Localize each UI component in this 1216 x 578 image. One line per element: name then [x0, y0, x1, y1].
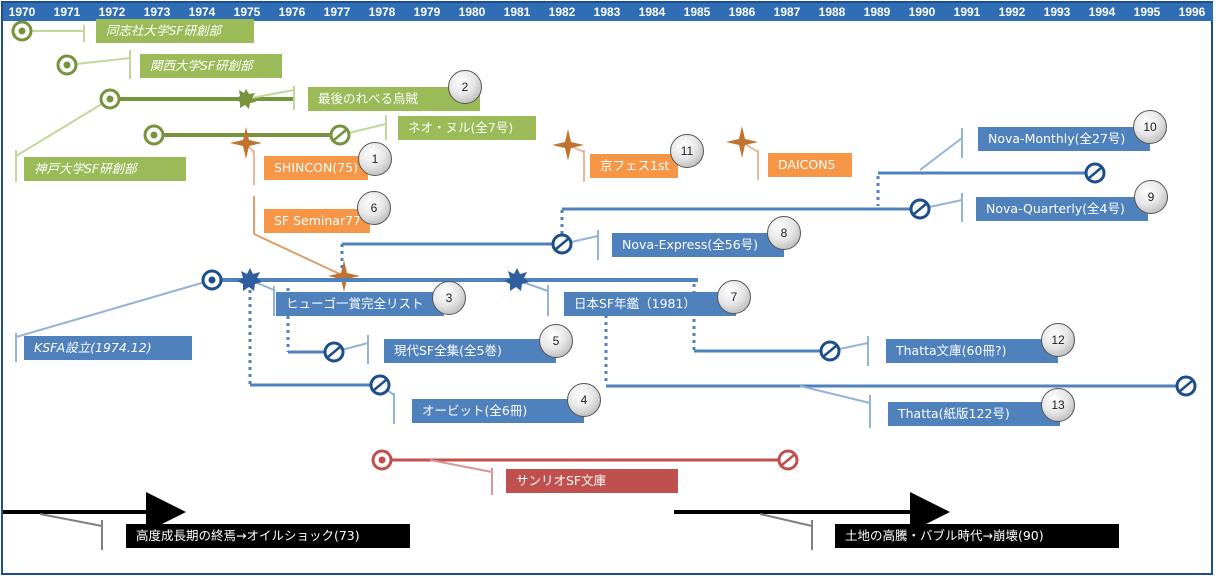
blue-end-node — [909, 198, 931, 220]
blue-end-node — [369, 374, 391, 396]
year-label: 1970 — [8, 5, 36, 19]
label-kobe: 神戸大学SF研創部 — [24, 157, 186, 181]
blue-burst-icon — [237, 268, 262, 291]
year-label: 1984 — [638, 5, 666, 19]
shincon-star-icon — [230, 127, 262, 159]
label-hugo: ヒューゴ一賞完全リスト — [276, 292, 444, 316]
green-burst-icon — [235, 89, 256, 109]
badge-6: 6 — [357, 191, 391, 225]
badge-1: 1 — [358, 142, 392, 176]
blue-end-node — [551, 233, 573, 255]
year-label: 1996 — [1178, 5, 1206, 19]
year-label: 1979 — [413, 5, 441, 19]
year-label: 1994 — [1088, 5, 1116, 19]
blue-burst-icon — [504, 268, 529, 291]
label-shincon: SHINCON(75) — [264, 156, 368, 180]
label-nova-express: Nova-Express(全56号) — [612, 233, 784, 257]
kyofes-star-icon — [552, 129, 584, 161]
year-axis-bar — [3, 3, 1213, 21]
year-label: 1983 — [593, 5, 621, 19]
seminar-star-icon — [328, 260, 360, 292]
year-label: 1992 — [998, 5, 1026, 19]
label-seminar: SF Seminar77 — [264, 209, 370, 233]
blue-end-node — [323, 341, 345, 363]
label-kyofes: 京フェス1st — [590, 154, 678, 178]
badge-3: 3 — [432, 281, 466, 315]
badge-7: 7 — [717, 280, 751, 314]
label-gendai: 現代SF全集(全5巻) — [384, 339, 556, 363]
label-nenkan: 日本SF年鑑（1981） — [564, 292, 736, 316]
year-label: 1988 — [818, 5, 846, 19]
year-label: 1990 — [908, 5, 936, 19]
blue-end-node — [1175, 375, 1197, 397]
blue-end-node — [1084, 162, 1106, 184]
blue-group — [15, 128, 1197, 428]
year-label: 1974 — [188, 5, 216, 19]
badge-8: 8 — [767, 216, 801, 250]
red-end-node — [777, 449, 799, 471]
label-era-1: 高度成長期の終焉→オイルショック(73) — [126, 524, 410, 548]
badge-13: 13 — [1041, 388, 1075, 422]
label-sanrio: サンリオSF文庫 — [506, 469, 678, 493]
badge-5: 5 — [539, 324, 573, 358]
orange-group — [230, 126, 759, 292]
label-doshisha: 同志社大学SF研創部 — [96, 19, 254, 43]
label-daicon: DAICON5 — [768, 153, 852, 177]
red-group — [371, 449, 799, 495]
label-ksfa: KSFA設立(1974.12) — [24, 336, 192, 360]
label-nova-monthly: Nova-Monthly(全27号) — [978, 127, 1150, 151]
label-neo: ネオ・ヌル(全7号) — [398, 116, 536, 140]
year-label: 1978 — [368, 5, 396, 19]
badge-4: 4 — [567, 383, 601, 417]
year-label: 1986 — [728, 5, 756, 19]
label-thatta-bunko: Thatta文庫(60冊?) — [886, 339, 1058, 363]
badge-9: 9 — [1134, 180, 1168, 214]
label-thatta: Thatta(紙版122号) — [888, 402, 1060, 426]
year-label: 1985 — [683, 5, 711, 19]
year-label: 1971 — [53, 5, 81, 19]
year-label: 1987 — [773, 5, 801, 19]
label-orbit: オービット(全6冊) — [412, 399, 584, 423]
year-label: 1981 — [503, 5, 531, 19]
badge-11: 11 — [670, 134, 704, 168]
year-label: 1973 — [143, 5, 171, 19]
year-label: 1972 — [98, 5, 126, 19]
label-kansai: 関西大学SF研創部 — [140, 54, 282, 78]
year-label: 1991 — [953, 5, 981, 19]
label-nova-quarterly: Nova-Quarterly(全4号) — [976, 197, 1148, 221]
year-label: 1977 — [323, 5, 351, 19]
year-label: 1976 — [278, 5, 306, 19]
era-group — [3, 492, 950, 550]
badge-10: 10 — [1133, 110, 1167, 144]
year-label: 1995 — [1133, 5, 1161, 19]
year-label: 1993 — [1043, 5, 1071, 19]
year-label: 1980 — [458, 5, 486, 19]
year-label: 1989 — [863, 5, 891, 19]
year-label: 1982 — [548, 5, 576, 19]
year-label: 1975 — [233, 5, 261, 19]
badge-12: 12 — [1041, 323, 1075, 357]
daicon-star-icon — [726, 126, 758, 158]
badge-2: 2 — [448, 70, 482, 104]
label-era-2: 土地の高騰・バブル時代→崩壊(90) — [835, 524, 1119, 548]
blue-end-node — [819, 340, 841, 362]
